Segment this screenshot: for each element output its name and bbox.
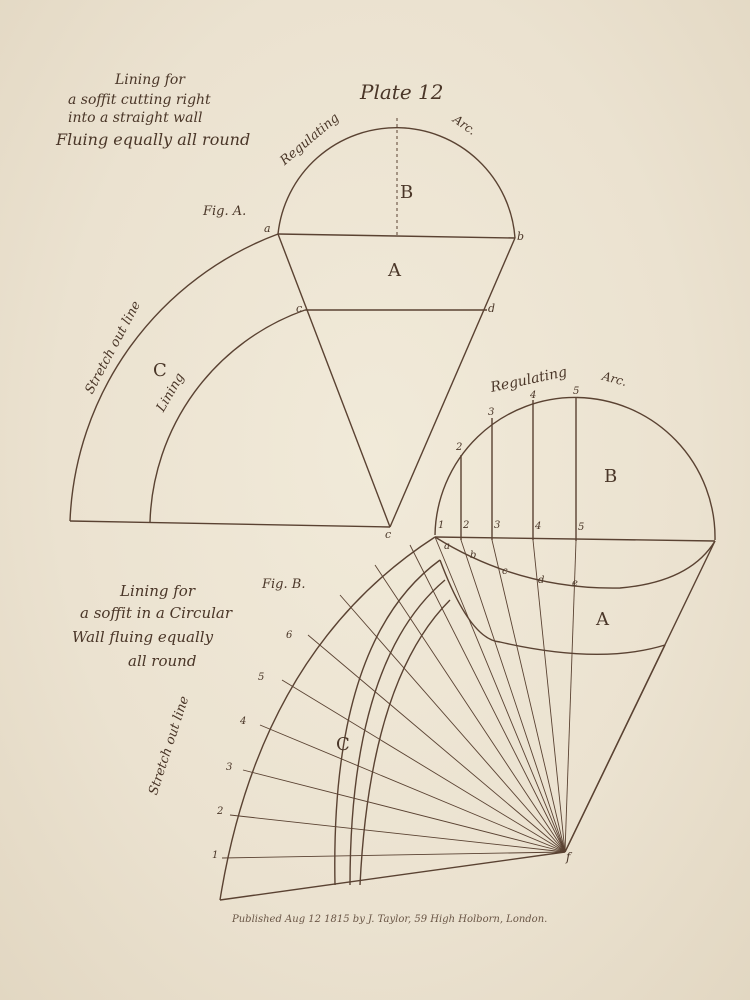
fig-a-region-b: B <box>400 182 414 203</box>
fig-a-label: Fig. A. <box>203 204 247 219</box>
fig-b-regulating-arc <box>434 396 716 541</box>
fig-a-caption-3: into a straight wall <box>68 110 203 126</box>
arc-number: 5 <box>573 386 580 397</box>
point-b: b <box>517 230 525 243</box>
fig-a-stretch-arc <box>69 233 279 522</box>
fig-b-drawing <box>219 396 716 901</box>
plate-title: Plate 12 <box>360 80 444 104</box>
fig-a-region-c: C <box>153 360 167 381</box>
fig-a-caption-2: a soffit cutting right <box>68 92 211 108</box>
fig-b-label: Fig. B. <box>262 577 306 592</box>
fig-a-caption-1: Lining for <box>115 72 185 88</box>
stretch-number: 1 <box>212 850 219 861</box>
fig-a-side-right <box>389 237 516 528</box>
fig-b-region-c: C <box>336 734 350 755</box>
fig-a-side-left <box>277 233 391 528</box>
fig-b-caption-4: all round <box>128 652 197 670</box>
fig-b-stretch-arc <box>219 536 436 901</box>
curve-letter: e <box>572 578 578 589</box>
point-f: f <box>566 850 571 864</box>
arc-number: 2 <box>456 442 463 453</box>
arc-number: 4 <box>530 390 537 401</box>
fig-a-base-line <box>69 520 391 528</box>
point-e: c <box>385 528 392 541</box>
point-c: c <box>296 302 303 315</box>
chord-number: 3 <box>494 520 501 531</box>
stretch-number: 2 <box>217 806 224 817</box>
point-d: d <box>488 302 496 315</box>
stretch-number: 3 <box>226 762 233 773</box>
chord-number: 4 <box>535 521 542 532</box>
publisher-imprint: Published Aug 12 1815 by J. Taylor, 59 H… <box>232 914 548 925</box>
fig-b-chord <box>434 536 716 542</box>
chord-number: 2 <box>463 520 470 531</box>
fig-b-caption-1: Lining for <box>120 582 195 600</box>
fig-b-region-a: A <box>596 609 609 630</box>
fig-b-caption-3: Wall fluing equally <box>72 628 214 646</box>
curve-letter: c <box>502 566 508 577</box>
chord-number: 1 <box>438 520 445 531</box>
stretch-number: 4 <box>240 716 247 727</box>
curve-letter: a <box>444 541 450 552</box>
fig-a-caption-4: Fluing equally all round <box>56 130 251 149</box>
point-a: a <box>264 222 271 235</box>
stretch-number: 5 <box>258 672 265 683</box>
fig-a-region-a: A <box>388 260 401 281</box>
fig-a-regulating-arc <box>277 127 516 239</box>
curve-letter: b <box>470 550 477 561</box>
chord-number: 5 <box>578 522 585 533</box>
stretch-number: 6 <box>286 630 293 641</box>
fig-b-region-b: B <box>604 466 618 487</box>
arc-number: 3 <box>488 407 495 418</box>
fig-b-base-line <box>219 851 566 901</box>
fig-a-drawing <box>69 118 516 528</box>
fig-b-radial-lines <box>221 536 577 859</box>
fig-b-caption-2: a soffit in a Circular <box>80 604 233 622</box>
curve-letter: d <box>538 575 545 586</box>
fig-a-chord-ab <box>277 233 516 239</box>
fig-a-lining-arc <box>149 309 306 523</box>
